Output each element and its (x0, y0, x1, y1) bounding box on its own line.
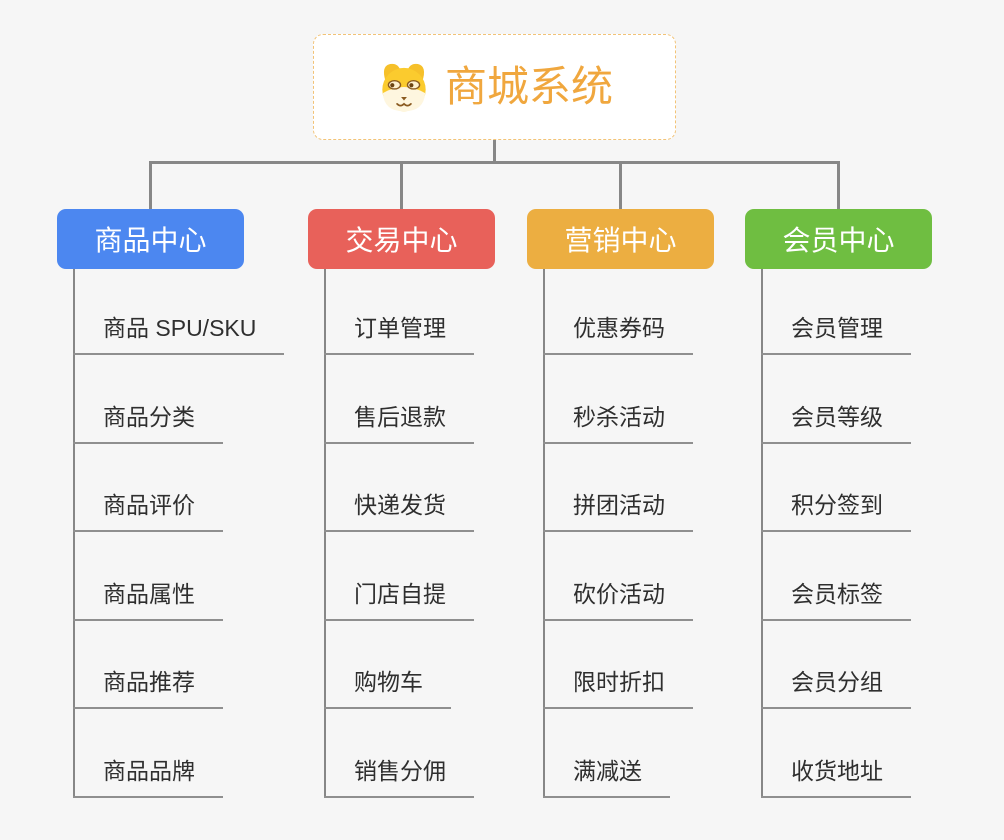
leaf-row: 售后退款 (324, 355, 474, 444)
leaf-node[interactable]: 秒杀活动 (543, 402, 693, 444)
leaf-row: 会员管理 (761, 266, 911, 355)
connector-horizontal-rail (149, 161, 840, 164)
branch-header-0[interactable]: 商品中心 (57, 209, 244, 269)
branch-leaves: 订单管理售后退款快递发货门店自提购物车销售分佣 (324, 266, 474, 798)
leaf-node[interactable]: 会员分组 (761, 667, 911, 710)
leaf-row: 商品属性 (73, 532, 284, 621)
leaf-node[interactable]: 订单管理 (324, 313, 474, 355)
leaf-row: 砍价活动 (543, 532, 693, 621)
branch-trunk-line (324, 269, 326, 798)
leaf-row: 满减送 (543, 709, 693, 798)
leaf-row: 会员标签 (761, 532, 911, 621)
leaf-row: 收货地址 (761, 709, 911, 798)
leaf-node[interactable]: 砍价活动 (543, 579, 693, 621)
branch-leaves: 优惠券码秒杀活动拼团活动砍价活动限时折扣满减送 (543, 266, 693, 798)
leaf-node[interactable]: 满减送 (543, 756, 670, 798)
shiba-dog-icon (376, 61, 432, 113)
leaf-node[interactable]: 商品 SPU/SKU (73, 313, 285, 355)
leaf-row: 快递发货 (324, 444, 474, 533)
leaf-row: 会员分组 (761, 621, 911, 710)
leaf-row: 销售分佣 (324, 709, 474, 798)
root-node[interactable]: 商城系统 (313, 34, 676, 140)
leaf-row: 商品分类 (73, 355, 284, 444)
leaf-row: 会员等级 (761, 355, 911, 444)
connector-root-stub (493, 140, 496, 164)
branch-trunk-line (543, 269, 545, 798)
leaf-row: 积分签到 (761, 444, 911, 533)
branch-header-3[interactable]: 会员中心 (745, 209, 932, 269)
root-title: 商城系统 (444, 63, 613, 110)
leaf-node[interactable]: 快递发货 (324, 490, 474, 533)
leaf-node[interactable]: 门店自提 (324, 579, 474, 621)
leaf-row: 购物车 (324, 621, 474, 710)
branch-trunk-line (761, 269, 763, 798)
branch-leaves: 会员管理会员等级积分签到会员标签会员分组收货地址 (761, 266, 911, 798)
leaf-row: 优惠券码 (543, 266, 693, 355)
leaf-row: 订单管理 (324, 266, 474, 355)
leaf-row: 商品推荐 (73, 621, 284, 710)
leaf-node[interactable]: 收货地址 (761, 756, 911, 798)
leaf-node[interactable]: 销售分佣 (324, 756, 474, 798)
leaf-row: 秒杀活动 (543, 355, 693, 444)
leaf-node[interactable]: 购物车 (324, 667, 451, 710)
leaf-node[interactable]: 会员管理 (761, 313, 911, 355)
connector-branch-drop-0 (149, 161, 152, 209)
leaf-node[interactable]: 商品分类 (73, 402, 223, 444)
leaf-row: 限时折扣 (543, 621, 693, 710)
leaf-node[interactable]: 限时折扣 (543, 667, 693, 710)
branch-header-2[interactable]: 营销中心 (527, 209, 714, 269)
branch-trunk-line (73, 269, 75, 798)
branch-header-1[interactable]: 交易中心 (308, 209, 495, 269)
leaf-node[interactable]: 售后退款 (324, 402, 474, 444)
connector-branch-drop-3 (837, 161, 840, 209)
leaf-node[interactable]: 会员等级 (761, 402, 911, 444)
leaf-node[interactable]: 优惠券码 (543, 313, 693, 355)
leaf-node[interactable]: 商品属性 (73, 579, 223, 621)
leaf-node[interactable]: 会员标签 (761, 579, 911, 621)
leaf-row: 商品 SPU/SKU (73, 266, 285, 355)
leaf-node[interactable]: 商品评价 (73, 490, 223, 533)
branch-leaves: 商品 SPU/SKU 商品分类商品评价商品属性商品推荐商品品牌 (73, 266, 285, 798)
leaf-node[interactable]: 积分签到 (761, 490, 911, 533)
leaf-row: 门店自提 (324, 532, 474, 621)
leaf-node[interactable]: 商品推荐 (73, 667, 223, 710)
connector-branch-drop-1 (400, 161, 403, 209)
leaf-row: 商品品牌 (73, 709, 284, 798)
leaf-row: 拼团活动 (543, 444, 693, 533)
leaf-row: 商品评价 (73, 444, 284, 533)
leaf-node[interactable]: 拼团活动 (543, 490, 693, 533)
connector-branch-drop-2 (619, 161, 622, 209)
leaf-node[interactable]: 商品品牌 (73, 756, 223, 798)
